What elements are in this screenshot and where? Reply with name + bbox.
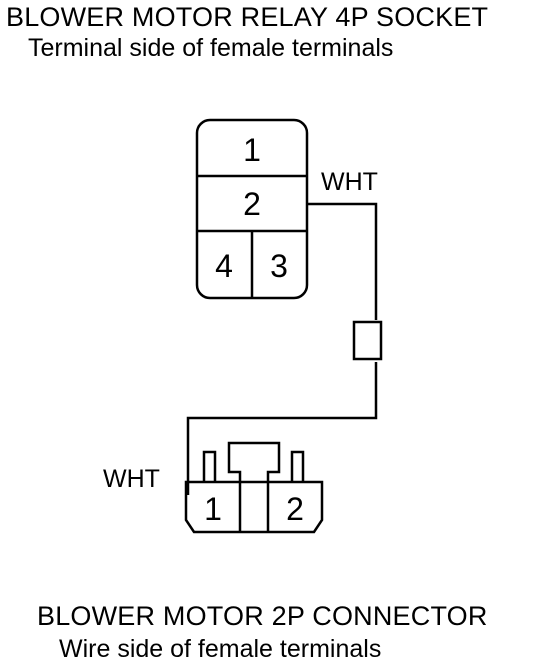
relay-pin-4: 4	[215, 248, 233, 284]
relay-socket-subtitle: Terminal side of female terminals	[28, 34, 394, 62]
motor-connector-subtitle: Wire side of female terminals	[59, 635, 382, 663]
wht-wire-upper	[307, 202, 378, 320]
motor-pin-1: 1	[204, 491, 222, 527]
relay-pin-1: 1	[243, 132, 261, 168]
wire-label-top: WHT	[321, 168, 378, 196]
wire-label-bottom: WHT	[103, 465, 160, 493]
relay-pin-3: 3	[270, 248, 288, 284]
relay-pin-2: 2	[243, 186, 261, 222]
wht-wire-lower	[186, 362, 378, 495]
inline-connector	[352, 320, 383, 361]
motor-connector-title: BLOWER MOTOR 2P CONNECTOR	[37, 601, 488, 631]
motor-connector-body	[184, 441, 324, 534]
relay-socket-title: BLOWER MOTOR RELAY 4P SOCKET	[6, 2, 489, 32]
motor-pin-2: 2	[286, 491, 304, 527]
